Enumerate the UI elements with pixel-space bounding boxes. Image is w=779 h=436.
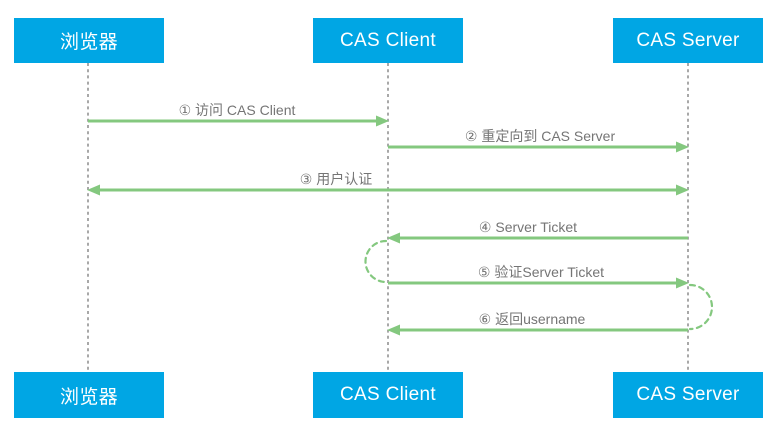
actor-browser-bottom: 浏览器 (14, 372, 164, 418)
actor-cas-client-top: CAS Client (313, 18, 463, 63)
message-label-3: ③ 用户认证 (299, 171, 373, 187)
self-loop-cas-client (364, 239, 388, 284)
arrow-message-5 (388, 277, 689, 289)
arrow-message-4 (387, 232, 688, 244)
arrow-message-2 (388, 141, 689, 153)
self-loop-cas-server (688, 283, 714, 331)
actor-cas-server-top: CAS Server (613, 18, 763, 63)
message-label-2: ② 重定向到 CAS Server (464, 128, 616, 144)
arrow-message-1 (88, 115, 389, 127)
actor-browser-top: 浏览器 (14, 18, 164, 63)
message-label-1: ① 访问 CAS Client (178, 102, 296, 118)
actor-cas-client-bottom: CAS Client (313, 372, 463, 418)
message-label-5: ⑤ 验证Server Ticket (477, 264, 605, 280)
arrow-message-6 (387, 324, 688, 336)
arrow-message-3 (87, 184, 689, 196)
message-label-4: ④ Server Ticket (478, 219, 578, 235)
message-label-6: ⑥ 返回username (478, 311, 586, 327)
actor-cas-server-bottom: CAS Server (613, 372, 763, 418)
